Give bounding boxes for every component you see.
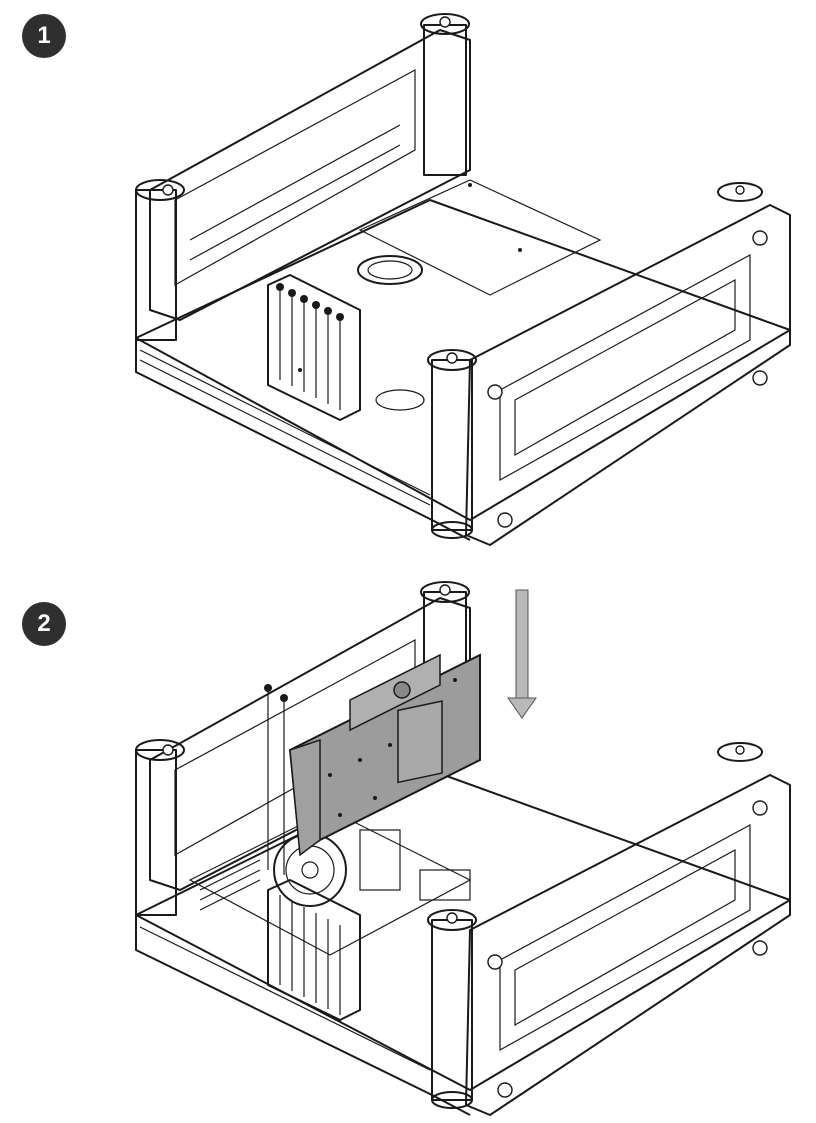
expansion-slots [268, 880, 360, 1020]
left-pillar [136, 180, 184, 340]
left-pillar [136, 740, 184, 915]
far-right-pillar [718, 183, 762, 201]
case-illustration-step-1 [0, 0, 816, 560]
floor-details [298, 180, 600, 410]
back-frame [150, 30, 470, 320]
case-illustration-step-2 [0, 570, 816, 1123]
far-right-pillar [718, 743, 762, 761]
expansion-slots [268, 275, 360, 420]
down-arrow-icon [508, 590, 536, 718]
case-base [136, 200, 790, 540]
graphics-card [290, 655, 480, 855]
